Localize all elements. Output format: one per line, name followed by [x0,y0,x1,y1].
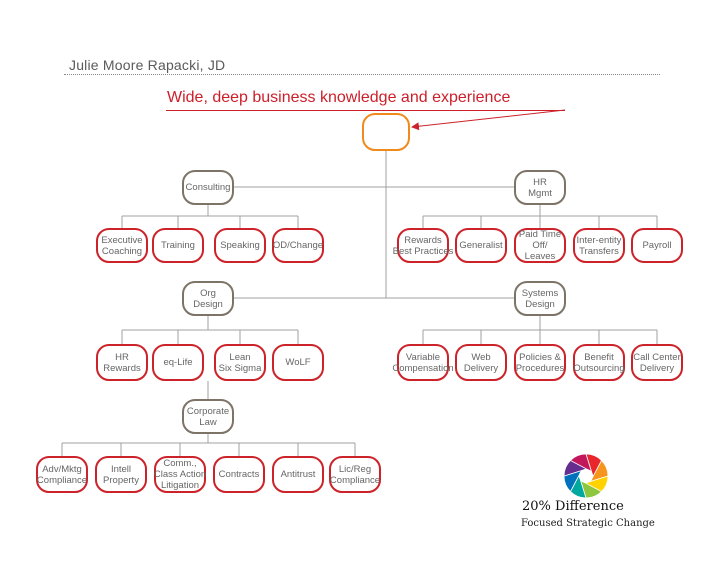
hr-rewards-node: HR Rewards [96,344,148,381]
corporate-law-node: Corporate Law [182,399,234,434]
systems-design-node: Systems Design [514,281,566,316]
comm-class-action-node: Comm., Class Action Litigation [153,456,207,493]
intell-property-node: Intell Property [95,456,147,493]
call-center-delivery-node: Call Center Delivery [631,344,683,381]
paid-time-off-node: Paid Time Off/ Leaves [514,228,566,263]
policies-procedures-node: Policies & Procedures [514,344,566,381]
lic-reg-compliance-node: Lic/Reg Compliance [329,456,381,493]
payroll-node: Payroll [631,228,683,263]
logo-wedge [569,453,593,473]
author-name: Julie Moore Rapacki, JD [69,57,226,73]
consulting-node: Consulting [182,170,234,205]
wolf-node: WoLF [272,344,324,381]
generalist-node: Generalist [455,228,507,263]
brand-name: 20% Difference [522,499,624,514]
adv-mktg-compliance-node: Adv/Mktg Compliance [36,456,88,493]
od-change-node: OD/Change [272,228,324,263]
antitrust-node: Antitrust [272,456,324,493]
root-node [362,113,410,151]
web-delivery-node: Web Delivery [455,344,507,381]
rewards-best-practices-node: Rewards Best Practices [393,228,453,263]
inter-entity-transfers-node: Inter-entity Transfers [573,228,625,263]
training-node: Training [152,228,204,263]
brand-tagline: Focused Strategic Change [521,518,655,529]
variable-compensation-node: Variable Compensation [392,344,454,381]
logo-center [579,469,593,483]
executive-coaching-node: Executive Coaching [96,228,148,263]
speaking-node: Speaking [214,228,266,263]
subtitle: Wide, deep business knowledge and experi… [167,89,511,106]
aperture-logo-icon [563,453,609,499]
header-divider [64,74,660,75]
lean-six-sigma-node: Lean Six Sigma [214,344,266,381]
benefit-outsourcing-node: Benefit Outsourcing [573,344,625,381]
eq-life-node: eq-Life [152,344,204,381]
hr-mgmt-node: HR Mgmt [514,170,566,205]
subtitle-underline [166,110,565,111]
org-design-node: Org Design [182,281,234,316]
contracts-node: Contracts [213,456,265,493]
